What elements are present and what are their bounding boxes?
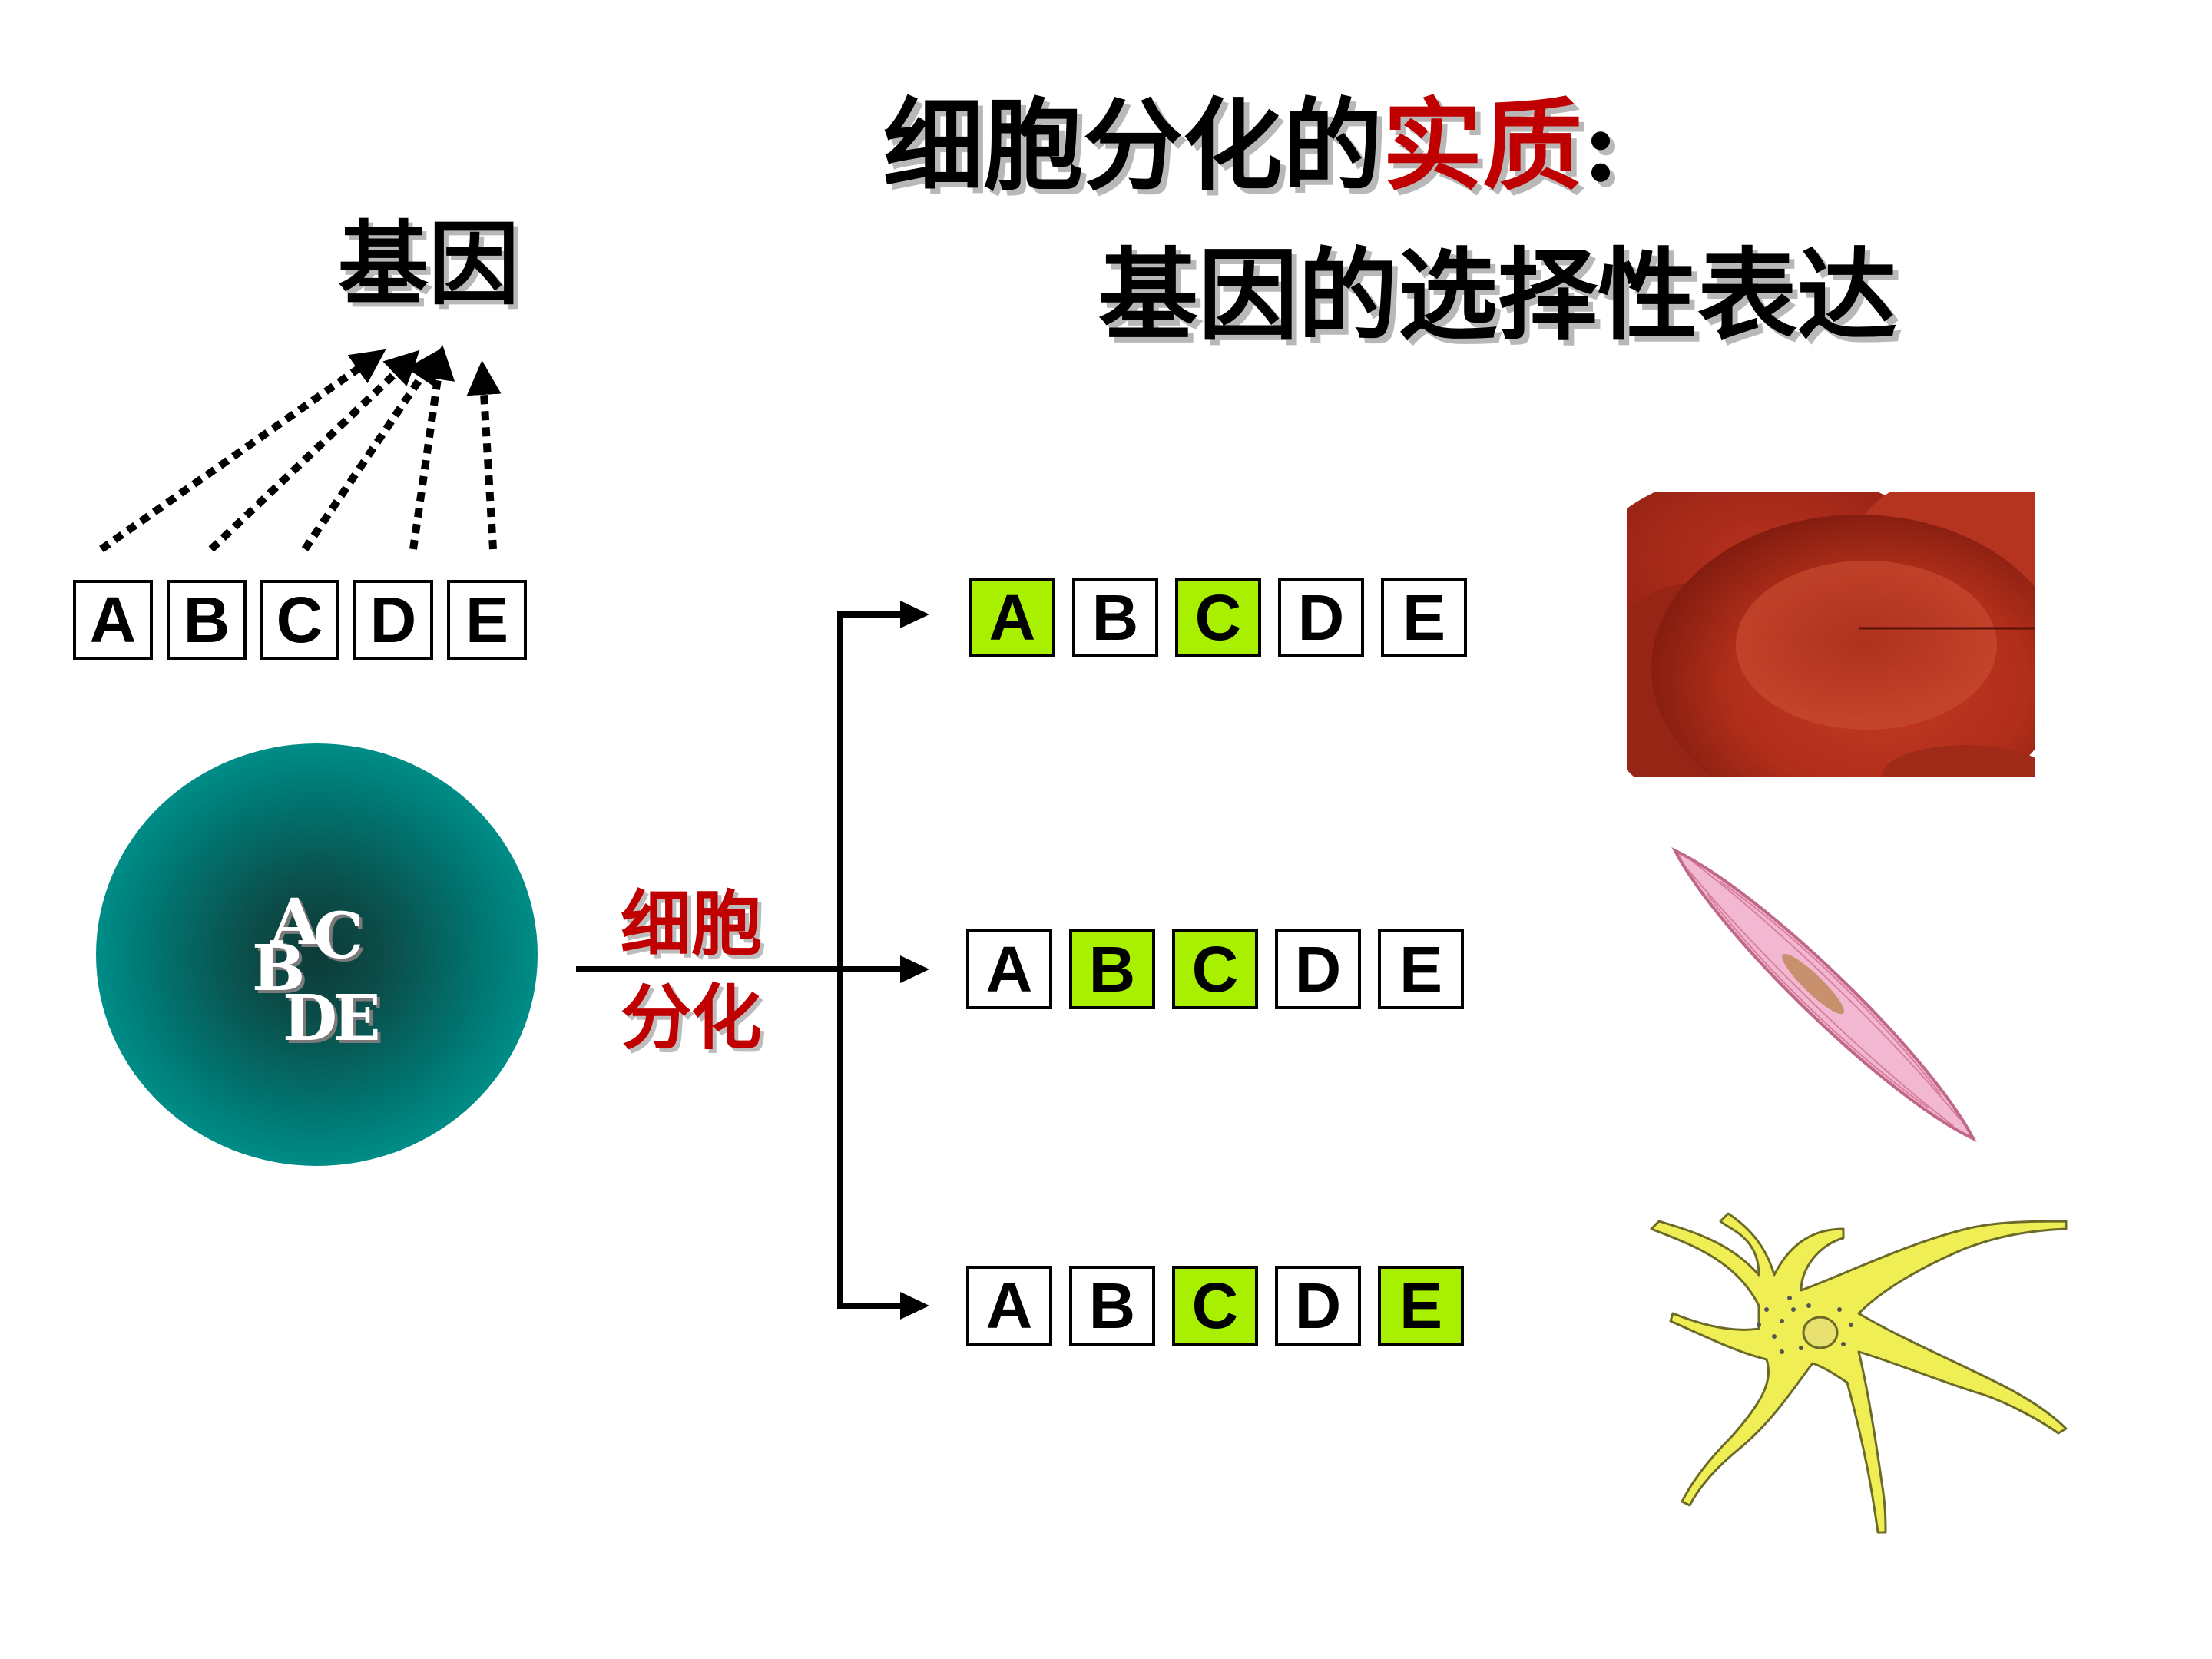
nerve-cell-illustration	[0, 0, 2212, 1659]
